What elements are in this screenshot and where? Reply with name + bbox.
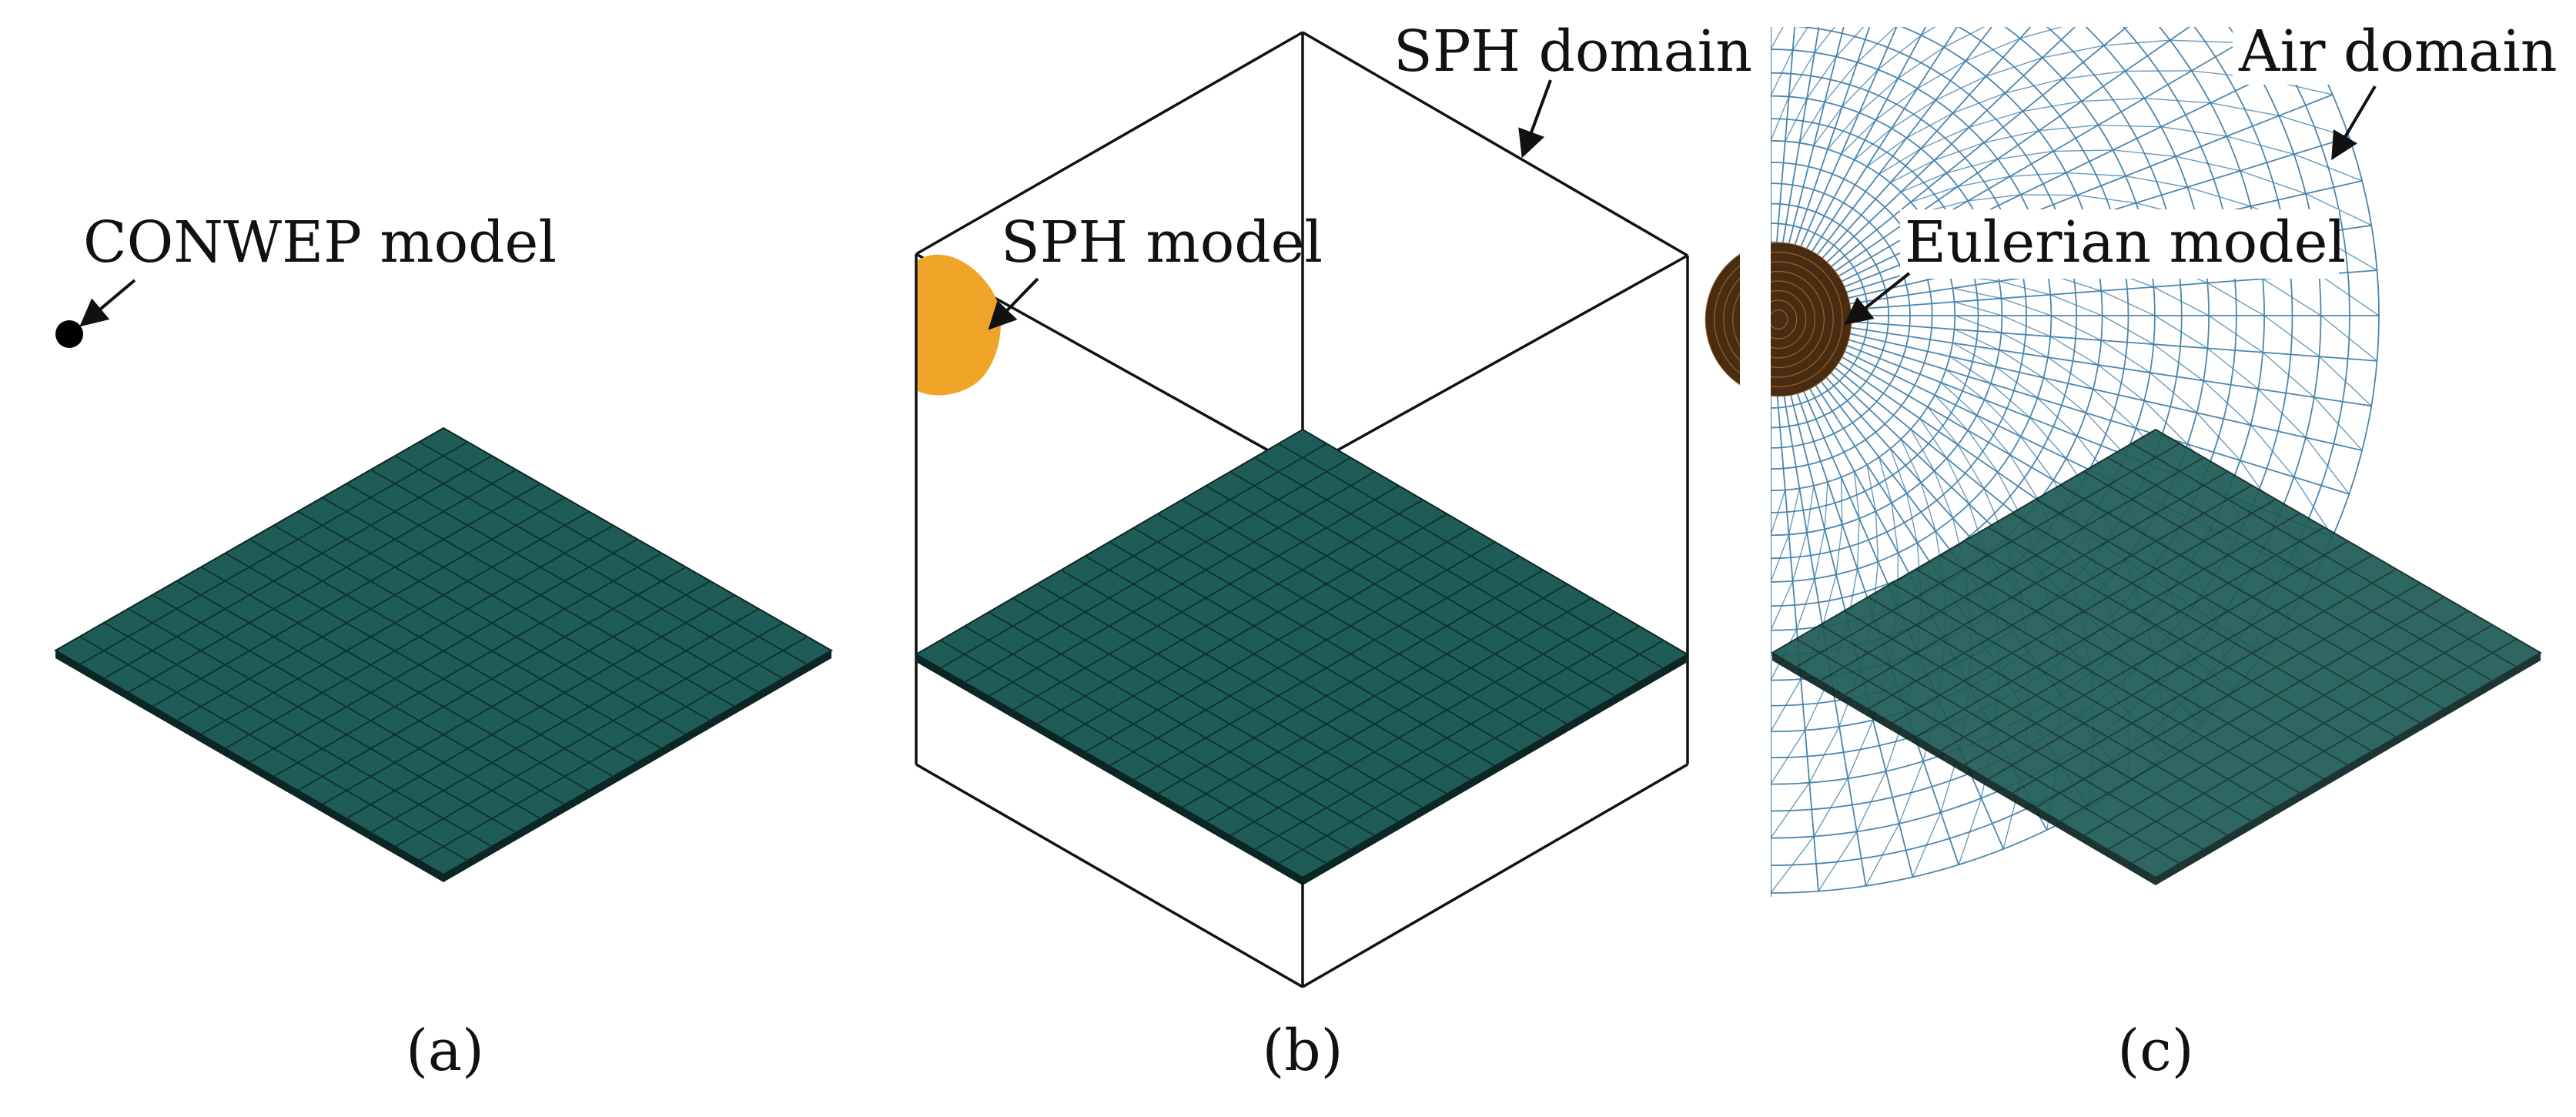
air-domain-label: Air domain xyxy=(2238,18,2558,85)
conwep-arrow-icon xyxy=(82,280,135,325)
panel-a-caption: (a) xyxy=(406,1018,484,1084)
panel-b-caption: (b) xyxy=(1262,1018,1343,1084)
eulerian-model-label: Eulerian model xyxy=(1905,209,2346,276)
conwep-model-label: CONWEP model xyxy=(83,209,557,276)
target-plate xyxy=(55,428,831,882)
target-plate xyxy=(916,430,1688,885)
panel-b: SPH domain SPH model (b) xyxy=(916,18,1752,1084)
panel-c-caption: (c) xyxy=(2117,1018,2193,1084)
sph-domain-label: SPH domain xyxy=(1393,18,1752,85)
conwep-charge-point-icon xyxy=(55,320,83,348)
sph-domain-arrow-icon xyxy=(1523,80,1551,156)
sph-charge-particles xyxy=(918,255,1001,396)
panel-a: CONWEP model (a) xyxy=(55,209,831,1084)
sph-model-label: SPH model xyxy=(1001,209,1323,276)
panel-c: Eulerian model Air domain (c) xyxy=(1705,0,2571,1084)
air-domain-arrow-icon xyxy=(2333,86,2375,158)
target-plate xyxy=(1772,430,2541,885)
